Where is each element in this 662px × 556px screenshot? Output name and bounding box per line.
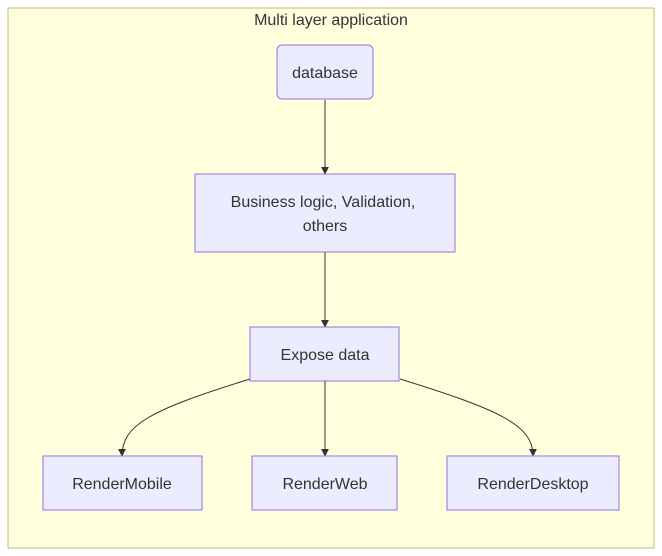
node-business-logic[interactable]: Business logic, Validation, others xyxy=(194,173,456,253)
node-business-logic-box[interactable] xyxy=(194,173,456,253)
node-expose-data[interactable]: Expose data xyxy=(249,326,400,382)
node-render-desktop-label: RenderDesktop xyxy=(477,476,588,493)
node-render-mobile[interactable]: RenderMobile xyxy=(42,455,203,511)
node-render-mobile-box[interactable] xyxy=(42,455,203,511)
node-render-web-box[interactable] xyxy=(251,455,398,511)
node-render-web-label: RenderWeb xyxy=(282,476,367,493)
edge-expose-to-render-desktop xyxy=(399,378,537,457)
subgraph-title: Multi layer application xyxy=(254,12,408,29)
node-business-logic-label-line2: others xyxy=(303,218,347,235)
node-business-logic-label-line1: Business logic, Validation, xyxy=(231,194,416,211)
node-database[interactable]: database xyxy=(276,44,374,100)
node-database-label: database xyxy=(292,65,358,82)
edges xyxy=(118,100,537,457)
edge-expose-to-render-mobile xyxy=(118,378,251,457)
node-expose-data-box[interactable] xyxy=(249,326,400,382)
node-render-desktop[interactable]: RenderDesktop xyxy=(446,455,620,511)
node-render-web[interactable]: RenderWeb xyxy=(251,455,398,511)
node-render-mobile-label: RenderMobile xyxy=(72,476,172,493)
node-expose-data-label: Expose data xyxy=(281,347,370,364)
node-database-box[interactable] xyxy=(276,44,374,100)
node-render-desktop-box[interactable] xyxy=(446,455,620,511)
